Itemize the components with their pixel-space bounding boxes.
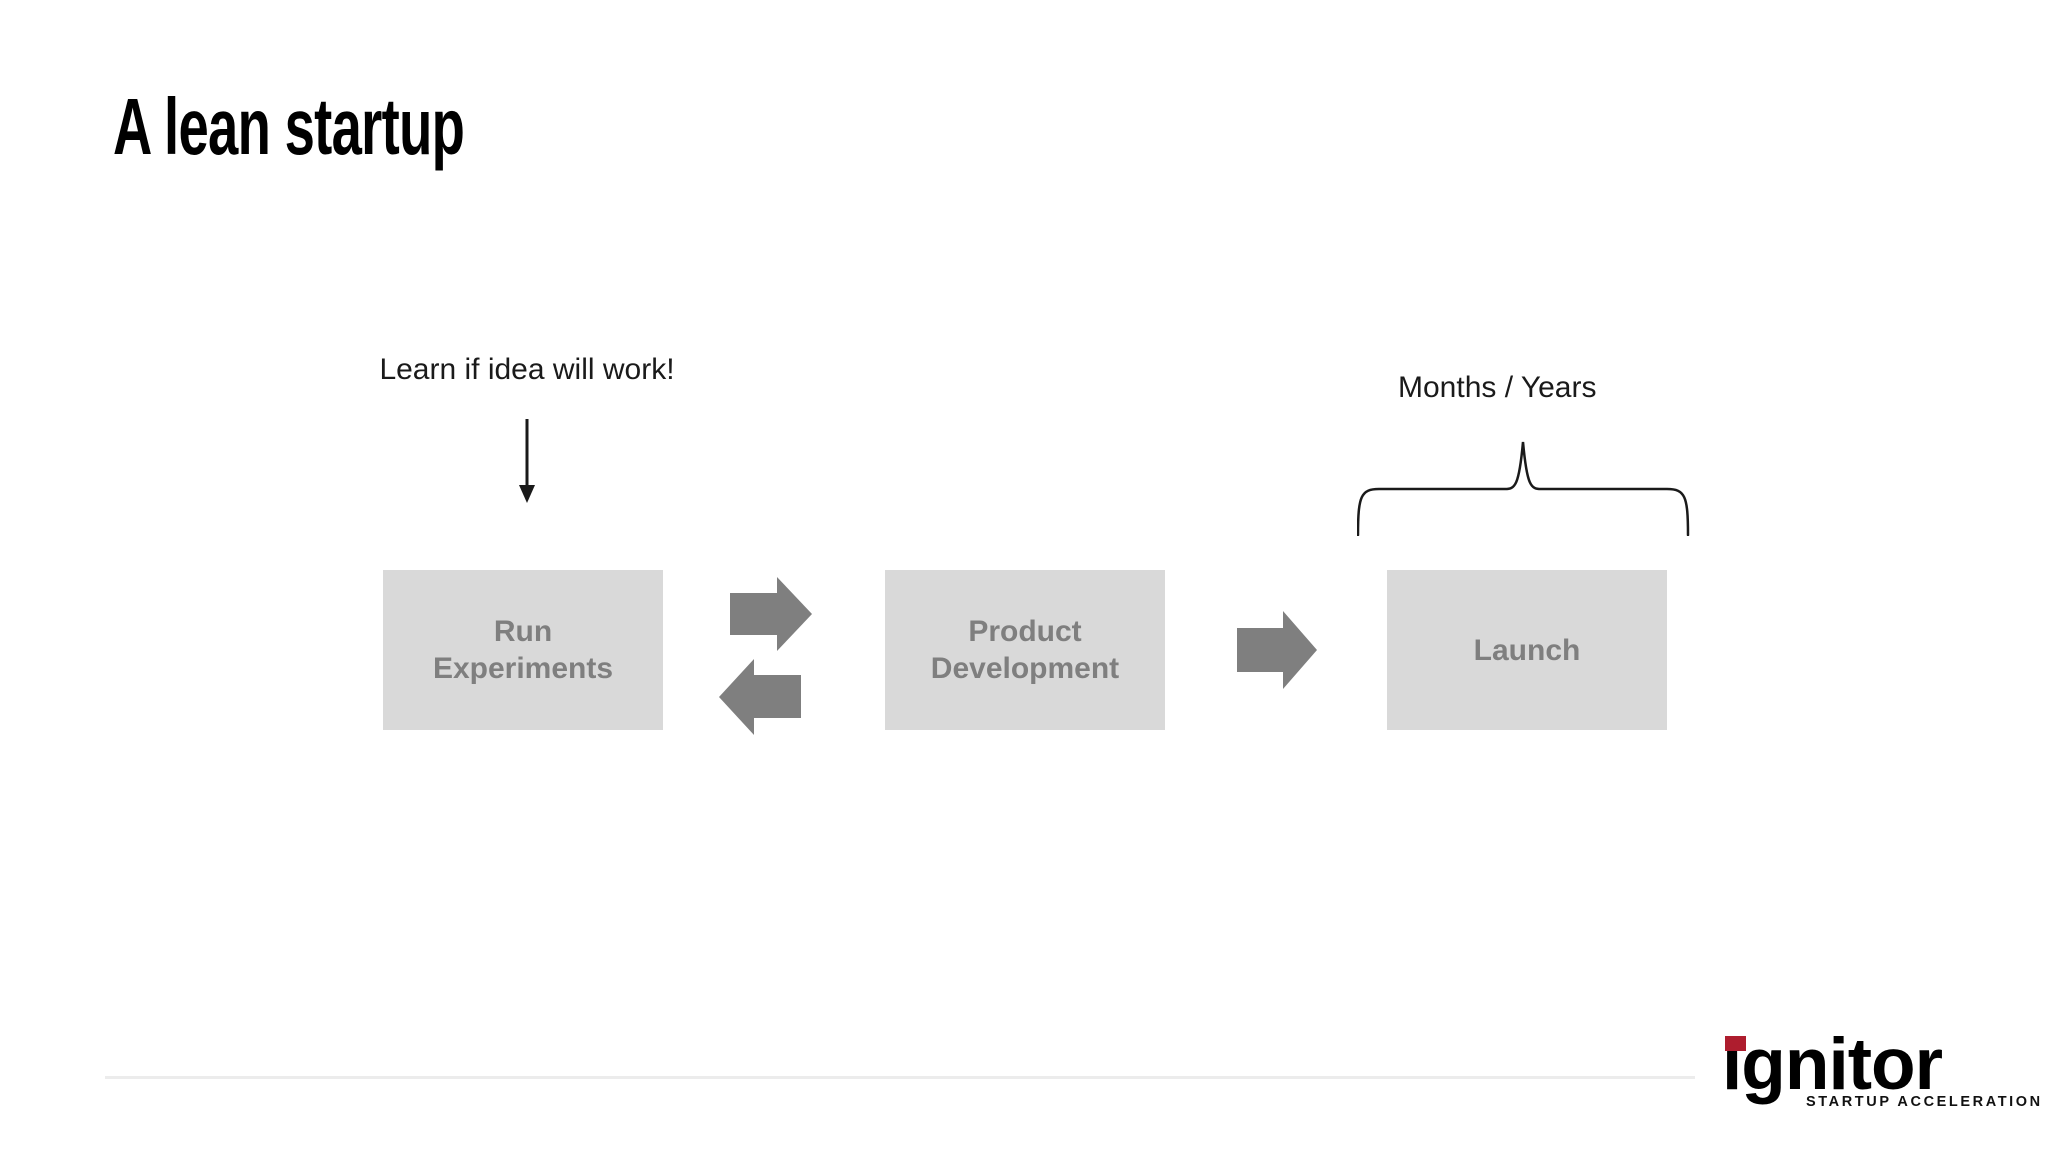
flow-arrow-left-icon (719, 659, 801, 735)
logo-wordmark: ignitor (1722, 1028, 1943, 1101)
slide-title: A lean startup (113, 82, 465, 171)
box-label-line: Run (493, 615, 553, 648)
logo-wordmark-text: ignitor (1722, 1024, 1943, 1105)
box-label-line: Experiments (432, 652, 614, 685)
duration-label: Months / Years (1398, 371, 1597, 404)
flow-arrow-right-icon (730, 577, 812, 651)
box-label-line: Launch (1473, 633, 1581, 667)
logo-tagline: STARTUP ACCELERATION (1806, 1094, 2043, 1110)
process-box-run-experiments: Run Experiments (383, 570, 663, 730)
logo: ignitor STARTUP ACCELERATION (1722, 1028, 2040, 1110)
box-label-line: Product (968, 615, 1082, 648)
process-box-launch: Launch (1387, 570, 1667, 730)
footer-divider (105, 1076, 1695, 1079)
down-arrow-icon (519, 419, 535, 503)
flow-arrow-right-icon (1237, 611, 1317, 689)
learn-annotation: Learn if idea will work! (379, 353, 675, 386)
logo-red-dot (1725, 1036, 1746, 1051)
box-label-line: Development (930, 652, 1120, 685)
process-box-product-development: Product Development (885, 570, 1165, 730)
brace-icon (1357, 441, 1690, 536)
